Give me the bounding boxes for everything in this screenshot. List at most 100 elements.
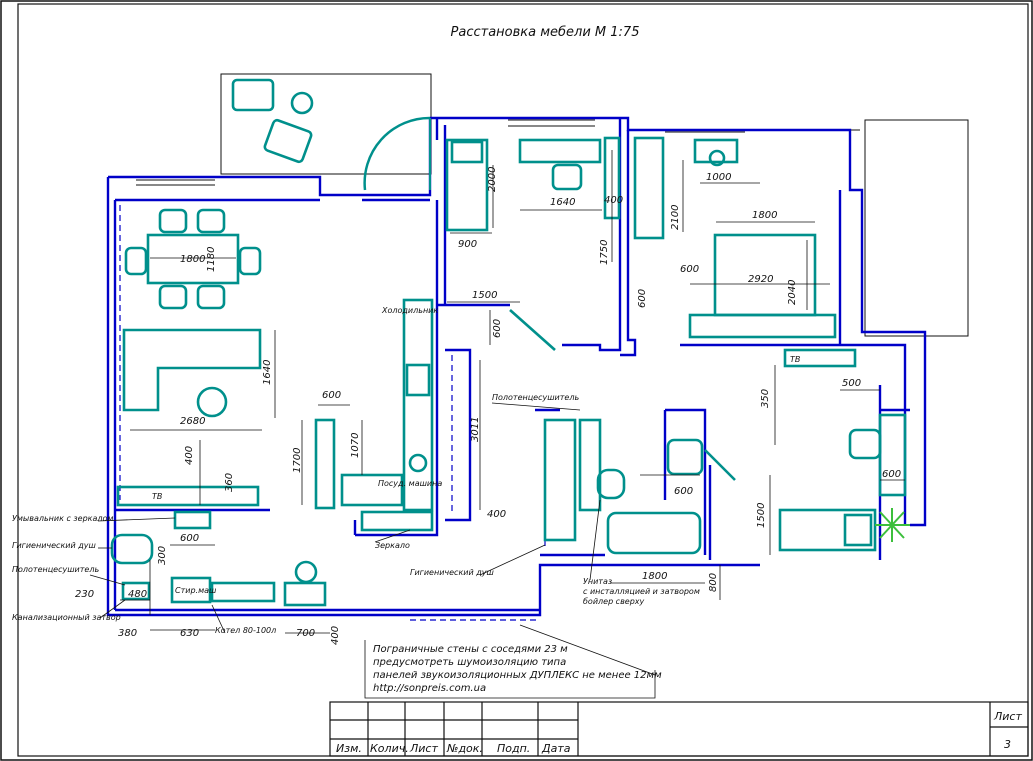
note-line-3: панелей звукоизоляционных ДУПЛЕКС не мен… bbox=[373, 670, 662, 681]
tb-col-list: Лист bbox=[409, 742, 438, 755]
dining-chair-5 bbox=[124, 246, 148, 276]
desk-1 bbox=[518, 138, 602, 164]
tb-sheet-number: 3 bbox=[1004, 738, 1011, 751]
svg-text:1180: 1180 bbox=[206, 247, 217, 272]
svg-text:400: 400 bbox=[330, 626, 341, 645]
bathtub bbox=[606, 511, 702, 555]
dining-chair-1 bbox=[158, 208, 188, 234]
label-sewer-valve: Канализационный затвор bbox=[12, 613, 121, 622]
room-labels: Холодильник Посуд. машина Зеркало Полоте… bbox=[12, 306, 800, 635]
kitchen-column bbox=[402, 298, 434, 512]
svg-text:400: 400 bbox=[184, 446, 195, 465]
svg-text:600: 600 bbox=[882, 469, 901, 480]
mirror-cabinet bbox=[360, 510, 434, 532]
svg-text:2920: 2920 bbox=[748, 274, 773, 285]
svg-text:1500: 1500 bbox=[756, 503, 767, 528]
label-washer: Стир.маш bbox=[175, 586, 217, 595]
title-block-text: Изм. Колич. Лист №док. Подп. Дата Лист 3 bbox=[336, 710, 1022, 755]
label-tv-2: ТВ bbox=[790, 355, 800, 364]
label-towel-dryer-1: Полотенцесушитель bbox=[492, 393, 579, 402]
note-line-2: предусмотреть шумоизоляцию типа bbox=[373, 657, 566, 668]
tv-console bbox=[116, 485, 260, 507]
dimension-values: 2000 1640 400 900 1750 2100 1000 1800 60… bbox=[75, 167, 901, 645]
svg-text:2040: 2040 bbox=[787, 280, 798, 305]
drawing-title: Расстановка мебели М 1:75 bbox=[451, 25, 640, 40]
radiator bbox=[210, 581, 276, 603]
svg-text:500: 500 bbox=[842, 378, 861, 389]
desk-chair-1 bbox=[551, 163, 583, 191]
svg-text:600: 600 bbox=[674, 486, 693, 497]
balcony-chair-1 bbox=[231, 78, 275, 112]
dining-chair-3 bbox=[158, 284, 188, 310]
label-hygienic-shower-1: Гигиенический душ bbox=[12, 541, 96, 550]
tb-col-kolich: Колич. bbox=[370, 742, 409, 755]
svg-text:380: 380 bbox=[118, 628, 137, 639]
tb-col-izm: Изм. bbox=[336, 742, 362, 755]
svg-text:2000: 2000 bbox=[487, 167, 498, 192]
dining-chair-2 bbox=[196, 208, 226, 234]
svg-text:700: 700 bbox=[296, 628, 315, 639]
label-towel-dryer-2: Полотенцесушитель bbox=[12, 565, 99, 574]
svg-text:600: 600 bbox=[322, 390, 341, 401]
svg-text:3011: 3011 bbox=[470, 417, 481, 442]
washbasin-1 bbox=[666, 438, 704, 476]
coffee-table bbox=[196, 386, 228, 418]
label-hygienic-shower-2: Гигиенический душ bbox=[410, 568, 494, 577]
svg-text:630: 630 bbox=[180, 628, 199, 639]
svg-text:1640: 1640 bbox=[262, 360, 273, 385]
svg-text:480: 480 bbox=[128, 589, 147, 600]
sink bbox=[408, 453, 428, 473]
svg-text:400: 400 bbox=[487, 509, 506, 520]
svg-text:230: 230 bbox=[75, 589, 94, 600]
svg-text:600: 600 bbox=[492, 319, 503, 338]
label-fridge: Холодильник bbox=[381, 306, 438, 315]
boiler-box bbox=[283, 581, 327, 607]
svg-text:1800: 1800 bbox=[180, 254, 205, 265]
tb-col-ndok: №док. bbox=[446, 742, 483, 755]
balcony-chair-2 bbox=[263, 118, 313, 164]
svg-text:600: 600 bbox=[180, 533, 199, 544]
label-toilet-1: Унитаз bbox=[583, 577, 612, 586]
bed-base bbox=[688, 313, 837, 339]
kitchen-counter-1 bbox=[314, 418, 336, 510]
corner-sofa bbox=[122, 328, 262, 412]
label-toilet-3: бойлер сверху bbox=[583, 597, 645, 606]
balcony-right bbox=[864, 119, 969, 337]
svg-text:600: 600 bbox=[637, 289, 648, 308]
single-bed-1 bbox=[445, 138, 489, 232]
tb-sheet-label: Лист bbox=[993, 710, 1022, 723]
desk-chair-3 bbox=[848, 428, 882, 460]
walls bbox=[106, 116, 927, 617]
oven bbox=[405, 363, 431, 397]
svg-text:1070: 1070 bbox=[350, 433, 361, 458]
dimension-lines bbox=[89, 150, 905, 676]
single-bed-3 bbox=[778, 508, 877, 552]
svg-text:1000: 1000 bbox=[706, 172, 731, 183]
dining-table bbox=[146, 233, 240, 285]
svg-text:800: 800 bbox=[708, 573, 719, 592]
label-tv-1: ТВ bbox=[152, 492, 162, 501]
label-boiler: Котел 80-100л bbox=[215, 626, 276, 635]
balcony-table bbox=[290, 91, 314, 115]
washer-box bbox=[170, 576, 212, 604]
label-toilet-2: с инсталляцией и затвором bbox=[583, 587, 700, 596]
svg-text:600: 600 bbox=[680, 264, 699, 275]
tb-col-podp: Подп. bbox=[497, 742, 530, 755]
furniture bbox=[110, 78, 907, 607]
label-washbasin-mirror: Умывальник с зеркалом bbox=[12, 514, 113, 523]
desk-2 bbox=[693, 138, 739, 164]
wardrobe-3 bbox=[543, 418, 577, 542]
svg-text:1500: 1500 bbox=[472, 290, 497, 301]
svg-text:1800: 1800 bbox=[642, 571, 667, 582]
washbasin-2 bbox=[173, 510, 212, 530]
svg-text:360: 360 bbox=[224, 473, 235, 492]
kitchen-counter-2 bbox=[340, 473, 404, 507]
toilet-2 bbox=[110, 533, 154, 565]
door-arc bbox=[363, 116, 431, 191]
svg-text:1800: 1800 bbox=[752, 210, 777, 221]
tv-console-2 bbox=[783, 348, 857, 368]
desk-3 bbox=[878, 413, 907, 497]
svg-text:1640: 1640 bbox=[550, 197, 575, 208]
